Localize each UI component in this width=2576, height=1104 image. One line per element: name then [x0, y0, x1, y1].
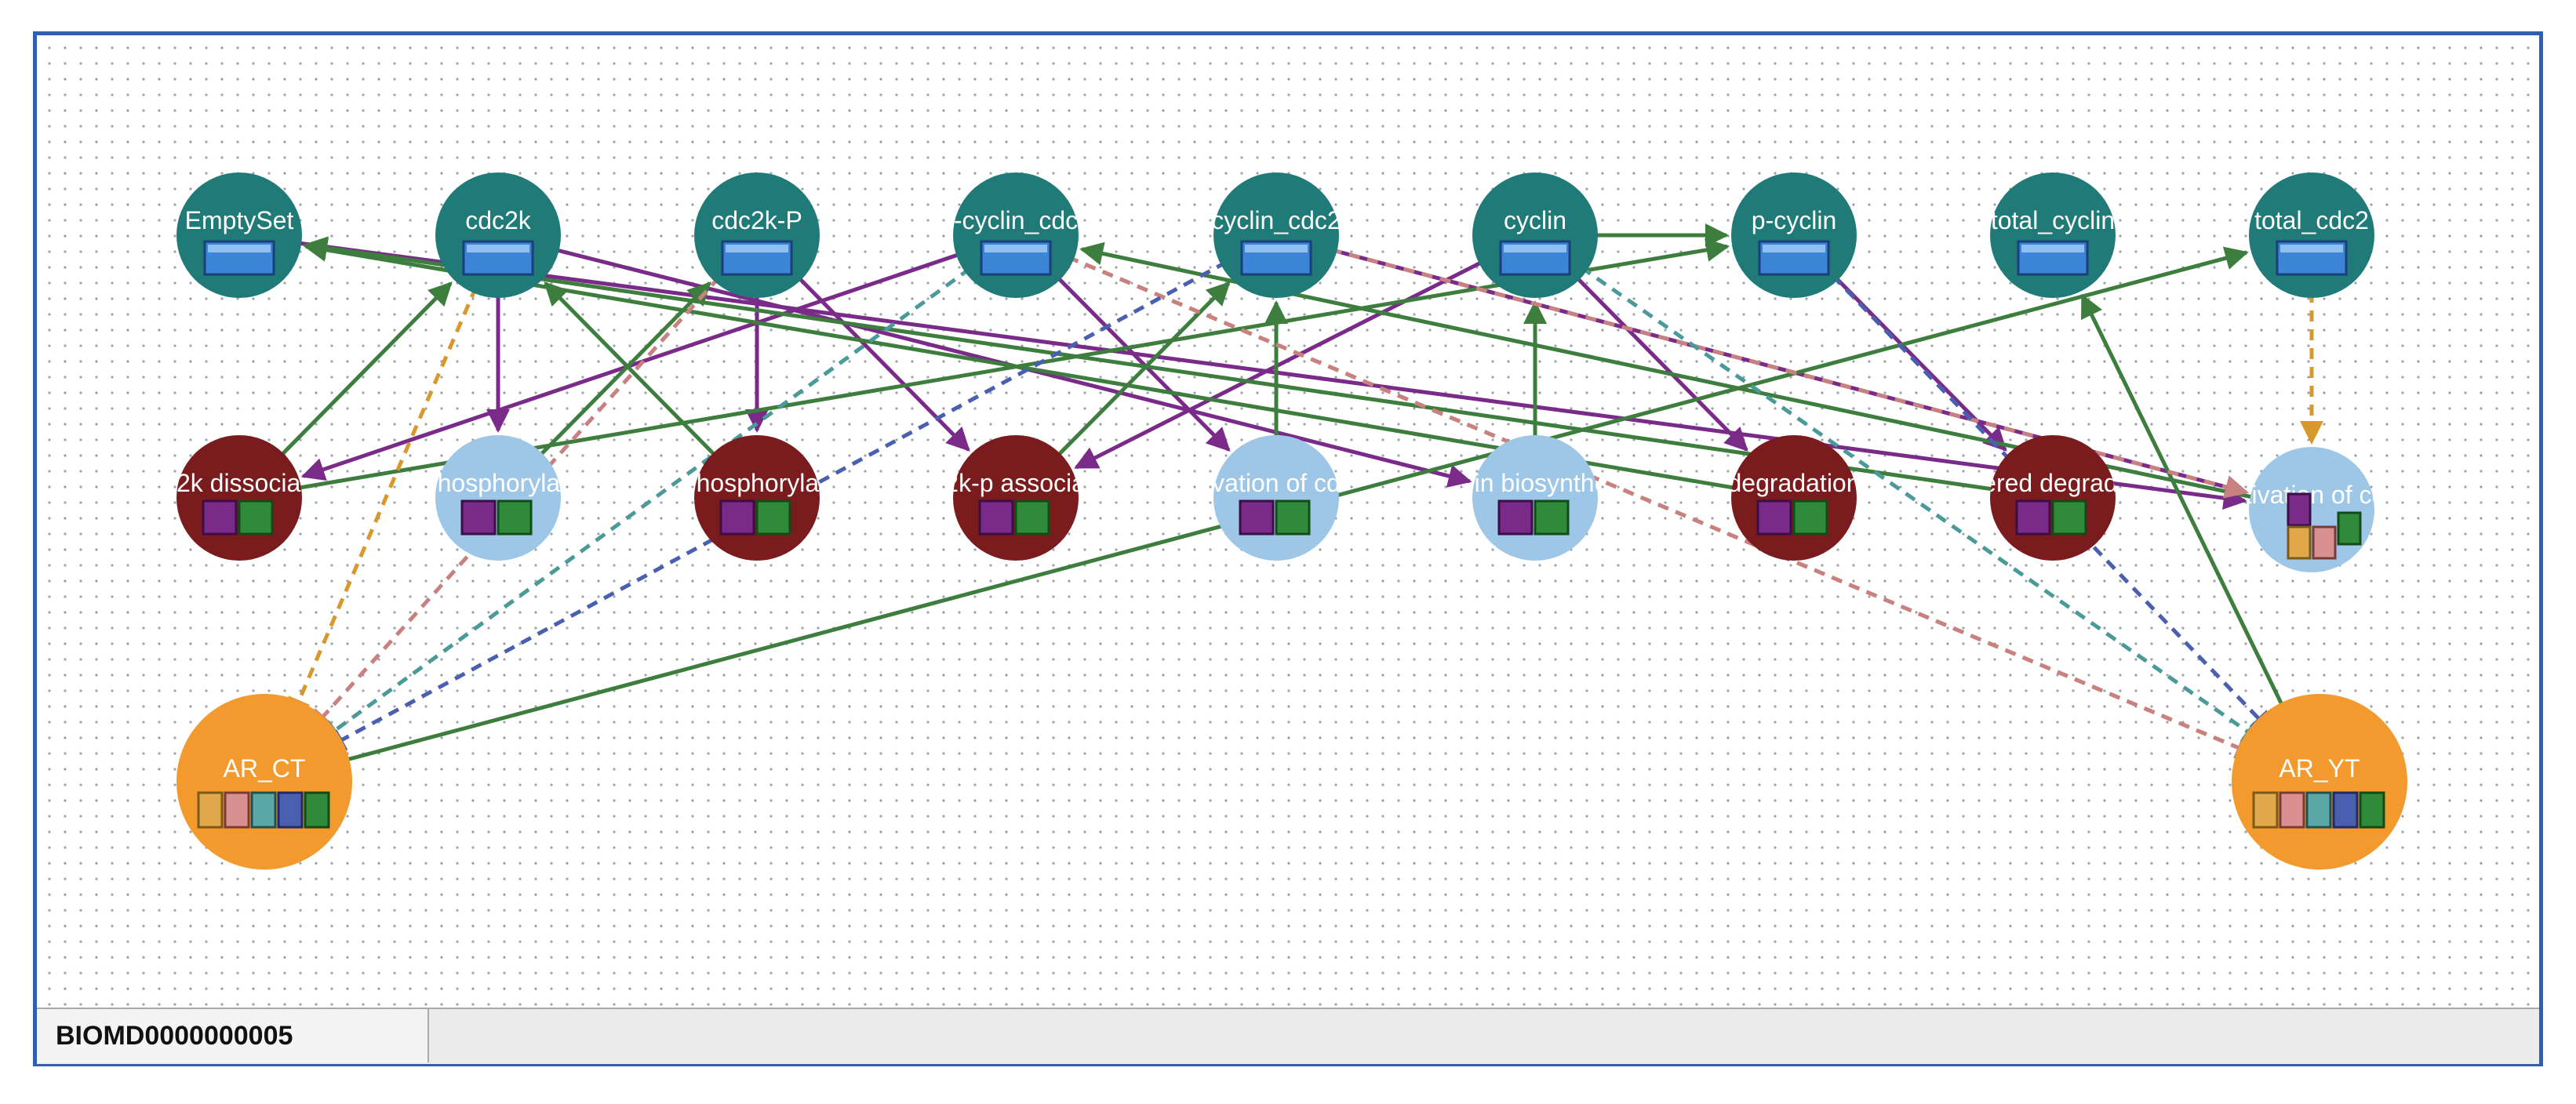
edge-5[interactable] [497, 233, 1472, 488]
edge-7[interactable] [1074, 233, 1537, 470]
edge-2[interactable] [300, 233, 1017, 481]
rule-node-AR_YT[interactable]: AR_YT [2232, 694, 2407, 870]
reaction-node-r5[interactable]: activation of cdc2k [1173, 435, 1380, 561]
species-label: EmptySet [185, 206, 294, 234]
reaction-glyph-icon [202, 499, 274, 536]
reaction-label: cyclin biosynthesis [1432, 469, 1639, 497]
reaction-node-r7[interactable]: degradation [1727, 435, 1860, 561]
species-label: p-cyclin_cdc2-p [1189, 206, 1363, 234]
species-glyph-icon [1240, 240, 1312, 276]
edge-21[interactable] [2080, 293, 2322, 783]
species-glyph-icon [1499, 240, 1571, 276]
species-label: total_cdc2 [2254, 206, 2369, 234]
species-label: cyclin [1504, 206, 1566, 234]
network-diagram: EmptySet cdc2k cdc2k-P p-cyclin_cdc2 p-cycli… [137, 172, 2425, 870]
reaction-node-r1[interactable]: cdc2k dissociation [137, 435, 341, 561]
species-node-cdc2k[interactable]: cdc2k [435, 172, 561, 298]
reaction-node-r4[interactable]: cdc2k-p association [905, 435, 1126, 561]
rule-glyph-icon [197, 791, 330, 829]
species-node-total_cyclin[interactable]: total_cyclin [1990, 172, 2116, 298]
rule-node-AR_CT[interactable]: AR_CT [176, 694, 352, 870]
diagram-window: EmptySet cdc2k cdc2k-P p-cyclin_cdc2 p-cycli… [33, 31, 2543, 1066]
reaction-node-r2[interactable]: dephosphorylation [395, 435, 601, 561]
species-glyph-icon [2276, 240, 2348, 276]
reaction-label: inactivation of cdc2k [2199, 481, 2425, 509]
species-label: cdc2k [465, 206, 532, 234]
diagram-canvas[interactable]: EmptySet cdc2k cdc2k-P p-cyclin_cdc2 p-cycli… [37, 35, 2539, 1008]
reaction-glyph-icon [1497, 499, 1570, 536]
reaction-label: activation of cdc2k [1173, 469, 1380, 497]
edge-10[interactable] [238, 233, 2247, 510]
reaction-glyph-icon [719, 499, 791, 536]
species-glyph-icon [462, 240, 534, 276]
reaction-glyph-icon [1756, 499, 1828, 536]
reaction-label: dephosphorylation [395, 469, 601, 497]
reaction-label: dephosphorylation [654, 469, 860, 497]
node-layer: EmptySet cdc2k cdc2k-P p-cyclin_cdc2 p-cycli… [137, 172, 2425, 870]
species-label: cdc2k-P [711, 206, 802, 234]
species-label: p-cyclin [1752, 206, 1836, 234]
reaction-node-r6[interactable]: cyclin biosynthesis [1432, 435, 1639, 561]
reaction-label: degradation [1727, 469, 1860, 497]
species-node-EmptySet[interactable]: EmptySet [176, 172, 302, 298]
species-node-cdc2k-P[interactable]: cdc2k-P [694, 172, 820, 298]
species-node-cyclin[interactable]: cyclin [1472, 172, 1598, 298]
edge-24[interactable] [288, 234, 500, 722]
edge-31[interactable] [1534, 233, 2266, 745]
reaction-glyph-icon [1239, 499, 1311, 536]
rule-label: AR_CT [224, 754, 306, 783]
species-node-total_cdc2[interactable]: total_cdc2 [2249, 172, 2374, 298]
species-node-p-cyclin[interactable]: p-cyclin [1731, 172, 1857, 298]
species-label: total_cyclin [1991, 206, 2115, 234]
species-glyph-icon [203, 240, 275, 276]
species-glyph-icon [1758, 240, 1830, 276]
reaction-label: triggered degradation [1934, 469, 2172, 497]
edge-30[interactable] [317, 233, 1017, 744]
reaction-glyph-icon [2287, 492, 2362, 560]
reaction-glyph-icon [978, 499, 1050, 536]
reaction-node-r9[interactable]: inactivation of cdc2k [2199, 447, 2425, 572]
rule-label: AR_YT [2279, 754, 2360, 783]
tab-model[interactable]: BIOMD0000000005 [37, 1009, 429, 1062]
reaction-node-r3[interactable]: dephosphorylation [654, 435, 860, 561]
tab-bar: BIOMD0000000005 [37, 1008, 2539, 1064]
species-label: p-cyclin_cdc2 [940, 206, 1092, 234]
species-node-p-cyclin_cdc2-p[interactable]: p-cyclin_cdc2-p [1189, 172, 1363, 298]
rule-glyph-icon [2252, 791, 2385, 829]
reaction-label: cdc2k dissociation [137, 469, 341, 497]
reaction-glyph-icon [460, 499, 533, 536]
species-glyph-icon [2017, 240, 2089, 276]
species-node-p-cyclin_cdc2[interactable]: p-cyclin_cdc2 [940, 172, 1092, 298]
species-glyph-icon [980, 240, 1052, 276]
reaction-label: cdc2k-p association [905, 469, 1126, 497]
reaction-node-r8[interactable]: triggered degradation [1934, 435, 2172, 561]
reaction-glyph-icon [2015, 499, 2087, 536]
species-glyph-icon [721, 240, 793, 276]
